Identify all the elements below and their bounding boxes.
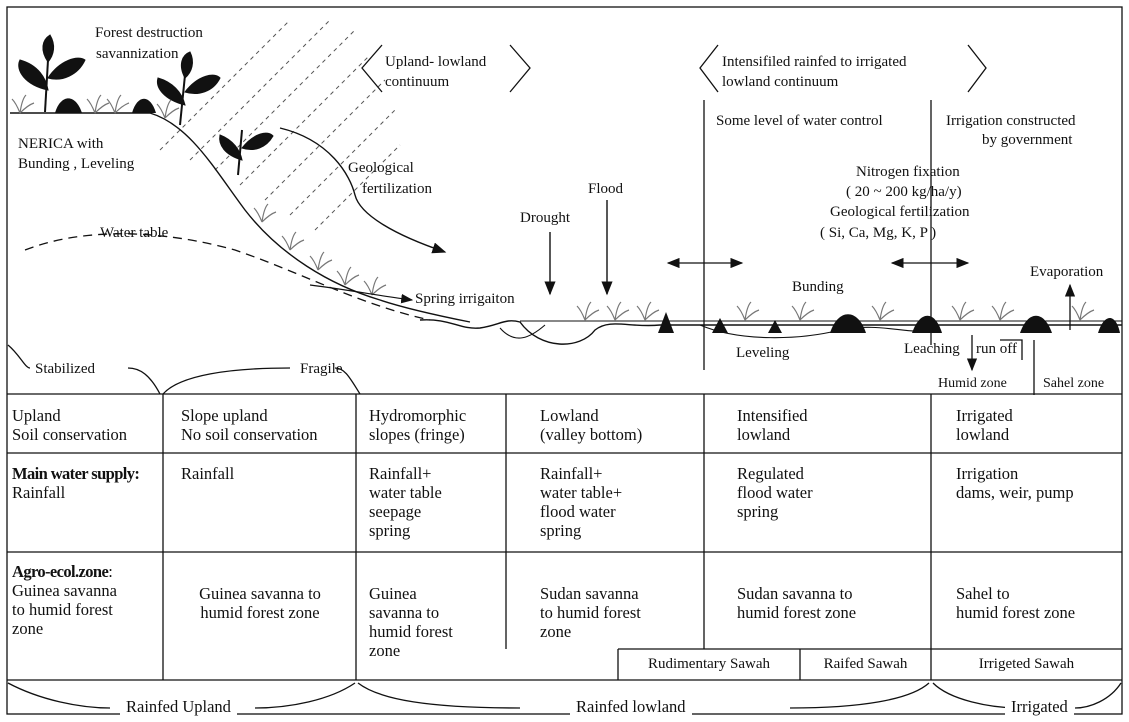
geological-fert-line2: fertilization (362, 181, 432, 197)
leaching-label: Leaching (904, 341, 960, 357)
sawah-rainfed: Raifed Sawah (823, 656, 908, 672)
row1-col2: Slope upland No soil conservation (181, 406, 318, 444)
row2-col6: Irrigation dams, weir, pump (956, 464, 1074, 502)
row2-col1-value: Rainfall (12, 483, 66, 502)
row1-col6: Irrigated lowland (956, 406, 1013, 444)
forest-destruction-line1: Forest destruction (95, 25, 203, 41)
row2-col4: Rainfall+ water table+ flood water sprin… (540, 464, 623, 540)
slope-ground (10, 112, 471, 323)
water-table-label: Water table (100, 225, 169, 241)
spring-irrigation-arrow (309, 284, 414, 304)
run-off-label: run off (976, 341, 1017, 357)
fragile-label: Fragile (300, 361, 343, 377)
forest-destruction-line2: savannization (96, 46, 179, 62)
rain-lines (159, 19, 401, 231)
drought-label: Drought (520, 210, 571, 226)
fragile-curve (162, 367, 361, 395)
humid-zone-label: Humid zone (938, 376, 1007, 391)
nerica-line1: NERICA with (18, 136, 104, 152)
row3-col1-value: : Guinea savanna to humid forest zone (12, 562, 117, 638)
stabilized-label: Stabilized (35, 361, 95, 377)
footer-arcs (7, 682, 1122, 709)
footer-rainfed-lowland: Rainfed lowland (570, 697, 692, 717)
footer-irrigated: Irrigated (1005, 697, 1074, 717)
outer-frame (6, 6, 1123, 715)
sawah-rudimentary: Rudimentary Sawah (647, 656, 771, 672)
row3-col5: Sudan savanna to humid forest zone (737, 584, 857, 622)
irrigation-gov-line1: Irrigation constructed (946, 113, 1076, 129)
leveling-label: Leveling (736, 345, 790, 361)
row1-col3: Hydromorphic slopes (fringe) (369, 406, 467, 444)
intensified-line1: Intensifiled rainfed to irrigated (722, 54, 907, 70)
row1-col1: Upland Soil conservation (12, 406, 128, 444)
row3-col3: Guinea savanna to humid forest zone (369, 584, 453, 660)
water-table-line (24, 233, 431, 321)
row3-col2: Guinea savanna to humid forest zone (199, 584, 321, 622)
intensified-line2: lowland continuum (722, 74, 839, 90)
row2-col3: Rainfall+ water table seepage spring (369, 464, 442, 540)
stabilized-curve (7, 344, 161, 395)
upland-lowland-line1: Upland- lowland (385, 54, 487, 70)
row2-col5: Regulated flood water spring (737, 464, 813, 521)
row3-col1: Agro-ecol.zone: Guinea savanna to humid … (12, 562, 117, 638)
row2-col2: Rainfall (181, 464, 235, 483)
agro-ecol-zone-label: Agro-ecol.zone (12, 562, 109, 581)
flood-label: Flood (588, 181, 624, 197)
evaporation-label: Evaporation (1030, 264, 1104, 280)
geological-fert-line1: Geological (348, 160, 414, 176)
main-water-supply-label: Main water supply: (12, 464, 140, 483)
sahel-zone-label: Sahel zone (1043, 376, 1104, 391)
sawah-irrigated: Irrigeted Sawah (978, 656, 1075, 672)
bunding-label: Bunding (792, 279, 844, 295)
nerica-line2: Bunding , Leveling (18, 156, 135, 172)
row2-col1: Main water supply:Rainfall (12, 464, 140, 502)
table-grid (7, 393, 1122, 681)
nitrogen-line2: ( 20 ~ 200 kg/ha/y) (846, 184, 962, 200)
row3-col6: Sahel to humid forest zone (956, 584, 1076, 622)
diagram-labels: Forest destruction savannization Upland-… (18, 25, 1104, 391)
intensified-bracket (699, 44, 987, 93)
irrigation-gov-line2: by government (982, 132, 1073, 148)
row3-col4: Sudan savanna to humid forest zone (540, 584, 641, 641)
nitrogen-line4: ( Si, Ca, Mg, K, P ) (820, 225, 936, 241)
row1-col5: Intensified lowland (737, 406, 808, 444)
footer-rainfed-upland: Rainfed Upland (120, 697, 237, 717)
row1-col4: Lowland (valley bottom) (540, 406, 643, 444)
some-control-label: Some level of water control (716, 113, 883, 129)
nitrogen-line1: Nitrogen fixation (856, 164, 960, 180)
upland-lowland-bracket (361, 44, 531, 93)
nitrogen-line3: Geological fertilization (830, 204, 970, 220)
upland-lowland-line2: continuum (385, 74, 449, 90)
forest-plants (18, 34, 274, 176)
bunds (55, 98, 1120, 333)
rice-plants (11, 94, 1095, 321)
lowland-ground (419, 319, 1122, 345)
spring-irrigation-label: Spring irrigaiton (415, 291, 515, 307)
run-off-arrow (1000, 339, 1023, 360)
geological-fert-arrow (279, 127, 447, 254)
